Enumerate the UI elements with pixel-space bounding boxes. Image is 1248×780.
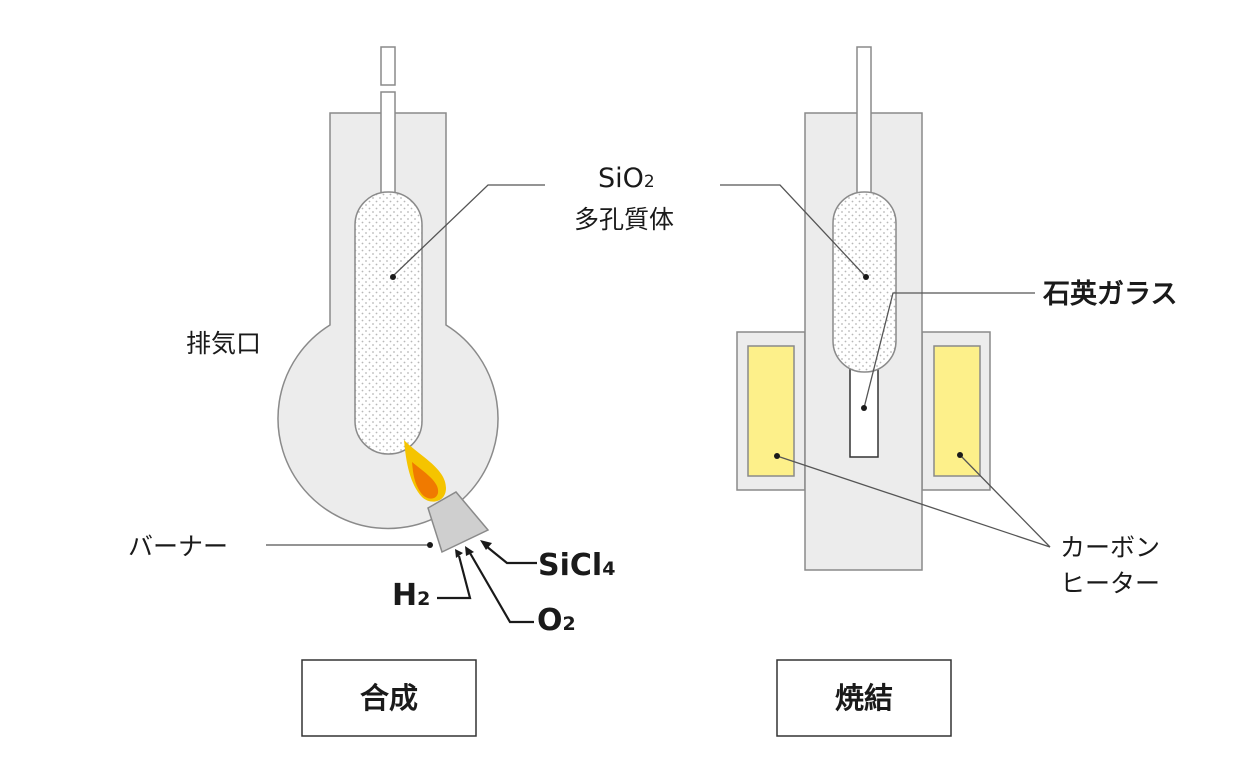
leader-porous-left [392, 184, 545, 277]
stage-synthesis-box: 合成 [301, 659, 477, 737]
carbon-heater-right [933, 345, 981, 477]
flame-inner [412, 462, 439, 499]
sintering-rod [856, 46, 872, 201]
synthesis-rod [380, 91, 396, 201]
leader-heater-right [959, 454, 1051, 548]
gas-line-sicl4 [485, 545, 537, 565]
synthesis-rod-top [380, 46, 396, 86]
o2-label: O2 [537, 603, 576, 638]
carbon-heater-label-line2: ヒーター [1060, 569, 1160, 598]
carbon-heater-label-line1: カーボン [1060, 533, 1160, 562]
synthesis-apparatus [277, 46, 499, 554]
exhaust-port-label: 排気口 [186, 329, 261, 358]
burner-label: バーナー [128, 532, 228, 561]
arrow-h2 [455, 549, 463, 558]
leader-lines [266, 184, 1051, 624]
leader-heater-left [776, 455, 1051, 548]
gas-line-h2 [437, 555, 472, 600]
leader-porous-right [720, 184, 867, 278]
sintering-apparatus [736, 46, 991, 571]
arrow-sicl4 [480, 540, 492, 550]
leader-quartz [863, 292, 1035, 409]
burner-nozzle [427, 491, 490, 554]
arrow-o2 [465, 546, 474, 556]
stage-sintering-box: 焼結 [776, 659, 952, 737]
synthesis-porous-body [354, 191, 423, 455]
stage-sintering-label: 焼結 [835, 681, 893, 715]
porous-body-label: 多孔質体 [574, 205, 674, 234]
sicl4-label: SiCl4 [538, 548, 615, 583]
sintering-porous-body [832, 191, 897, 373]
gas-line-o2 [469, 552, 534, 624]
leader-dots [390, 274, 963, 548]
stage-synthesis-label: 合成 [360, 681, 418, 715]
quartz-glass-label: 石英ガラス [1042, 279, 1177, 310]
gas-arrowheads [455, 540, 492, 558]
carbon-heater-left [747, 345, 795, 477]
sio2-label: SiO2 [598, 163, 655, 194]
h2-label: H2 [392, 578, 430, 613]
